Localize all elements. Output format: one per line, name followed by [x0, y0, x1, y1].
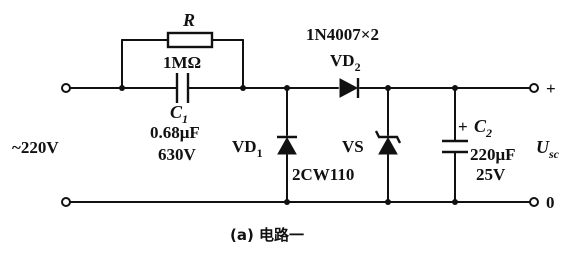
capacitor-c2-capacitance: 220μF — [470, 145, 516, 164]
diode-vd1-symbol: VD1 — [232, 137, 263, 160]
junction-dot — [240, 85, 246, 91]
output-zero-label: 0 — [546, 193, 555, 212]
output-positive-label: + — [546, 79, 556, 98]
diode-vd2-triangle — [339, 78, 359, 98]
figure-caption: (a) 电路一 — [230, 226, 304, 244]
diode-vd2-symbol: VD2 — [330, 51, 361, 74]
input-terminal-bottom — [61, 197, 71, 207]
junction-dot — [284, 85, 290, 91]
resistor-body — [166, 31, 214, 49]
diode-vd1: VD1 — [232, 135, 297, 160]
junctions — [119, 85, 458, 205]
capacitor-c2-symbol: C2 — [474, 116, 492, 140]
terminals — [61, 83, 539, 207]
input-voltage-label: ~220V — [12, 138, 59, 157]
capacitor-c1-symbol: C1 — [170, 102, 188, 126]
junction-dot — [284, 199, 290, 205]
resistor-r: R 1MΩ — [163, 10, 214, 72]
capacitor-c1-voltage: 630V — [158, 145, 197, 164]
capacitor-c2: + C2 220μF 25V — [442, 116, 516, 184]
capacitor-c1: C1 0.68μF 630V — [150, 73, 200, 164]
junction-dot — [452, 85, 458, 91]
zener-vs: VS 2CW110 — [292, 130, 402, 184]
capacitor-c2-polarity: + — [458, 117, 468, 136]
diode-vd1-triangle — [277, 136, 297, 155]
zener-part-number: 2CW110 — [292, 165, 354, 184]
zener-symbol: VS — [342, 137, 364, 156]
junction-dot — [452, 199, 458, 205]
junction-dot — [385, 85, 391, 91]
capacitor-c1-capacitance: 0.68μF — [150, 123, 200, 142]
input-terminal-top — [61, 83, 71, 93]
capacitor-c2-voltage: 25V — [476, 165, 506, 184]
resistor-symbol: R — [182, 10, 195, 30]
junction-dot — [119, 85, 125, 91]
zener-triangle — [378, 136, 398, 155]
output-terminal-zero — [529, 197, 539, 207]
diode-vd2: 1N4007×2 VD2 — [306, 25, 379, 98]
output-terminal-positive — [529, 83, 539, 93]
junction-dot — [385, 199, 391, 205]
resistor-value: 1MΩ — [163, 53, 201, 72]
diode-part-number: 1N4007×2 — [306, 25, 379, 44]
output-voltage-label: Usc — [536, 137, 560, 161]
